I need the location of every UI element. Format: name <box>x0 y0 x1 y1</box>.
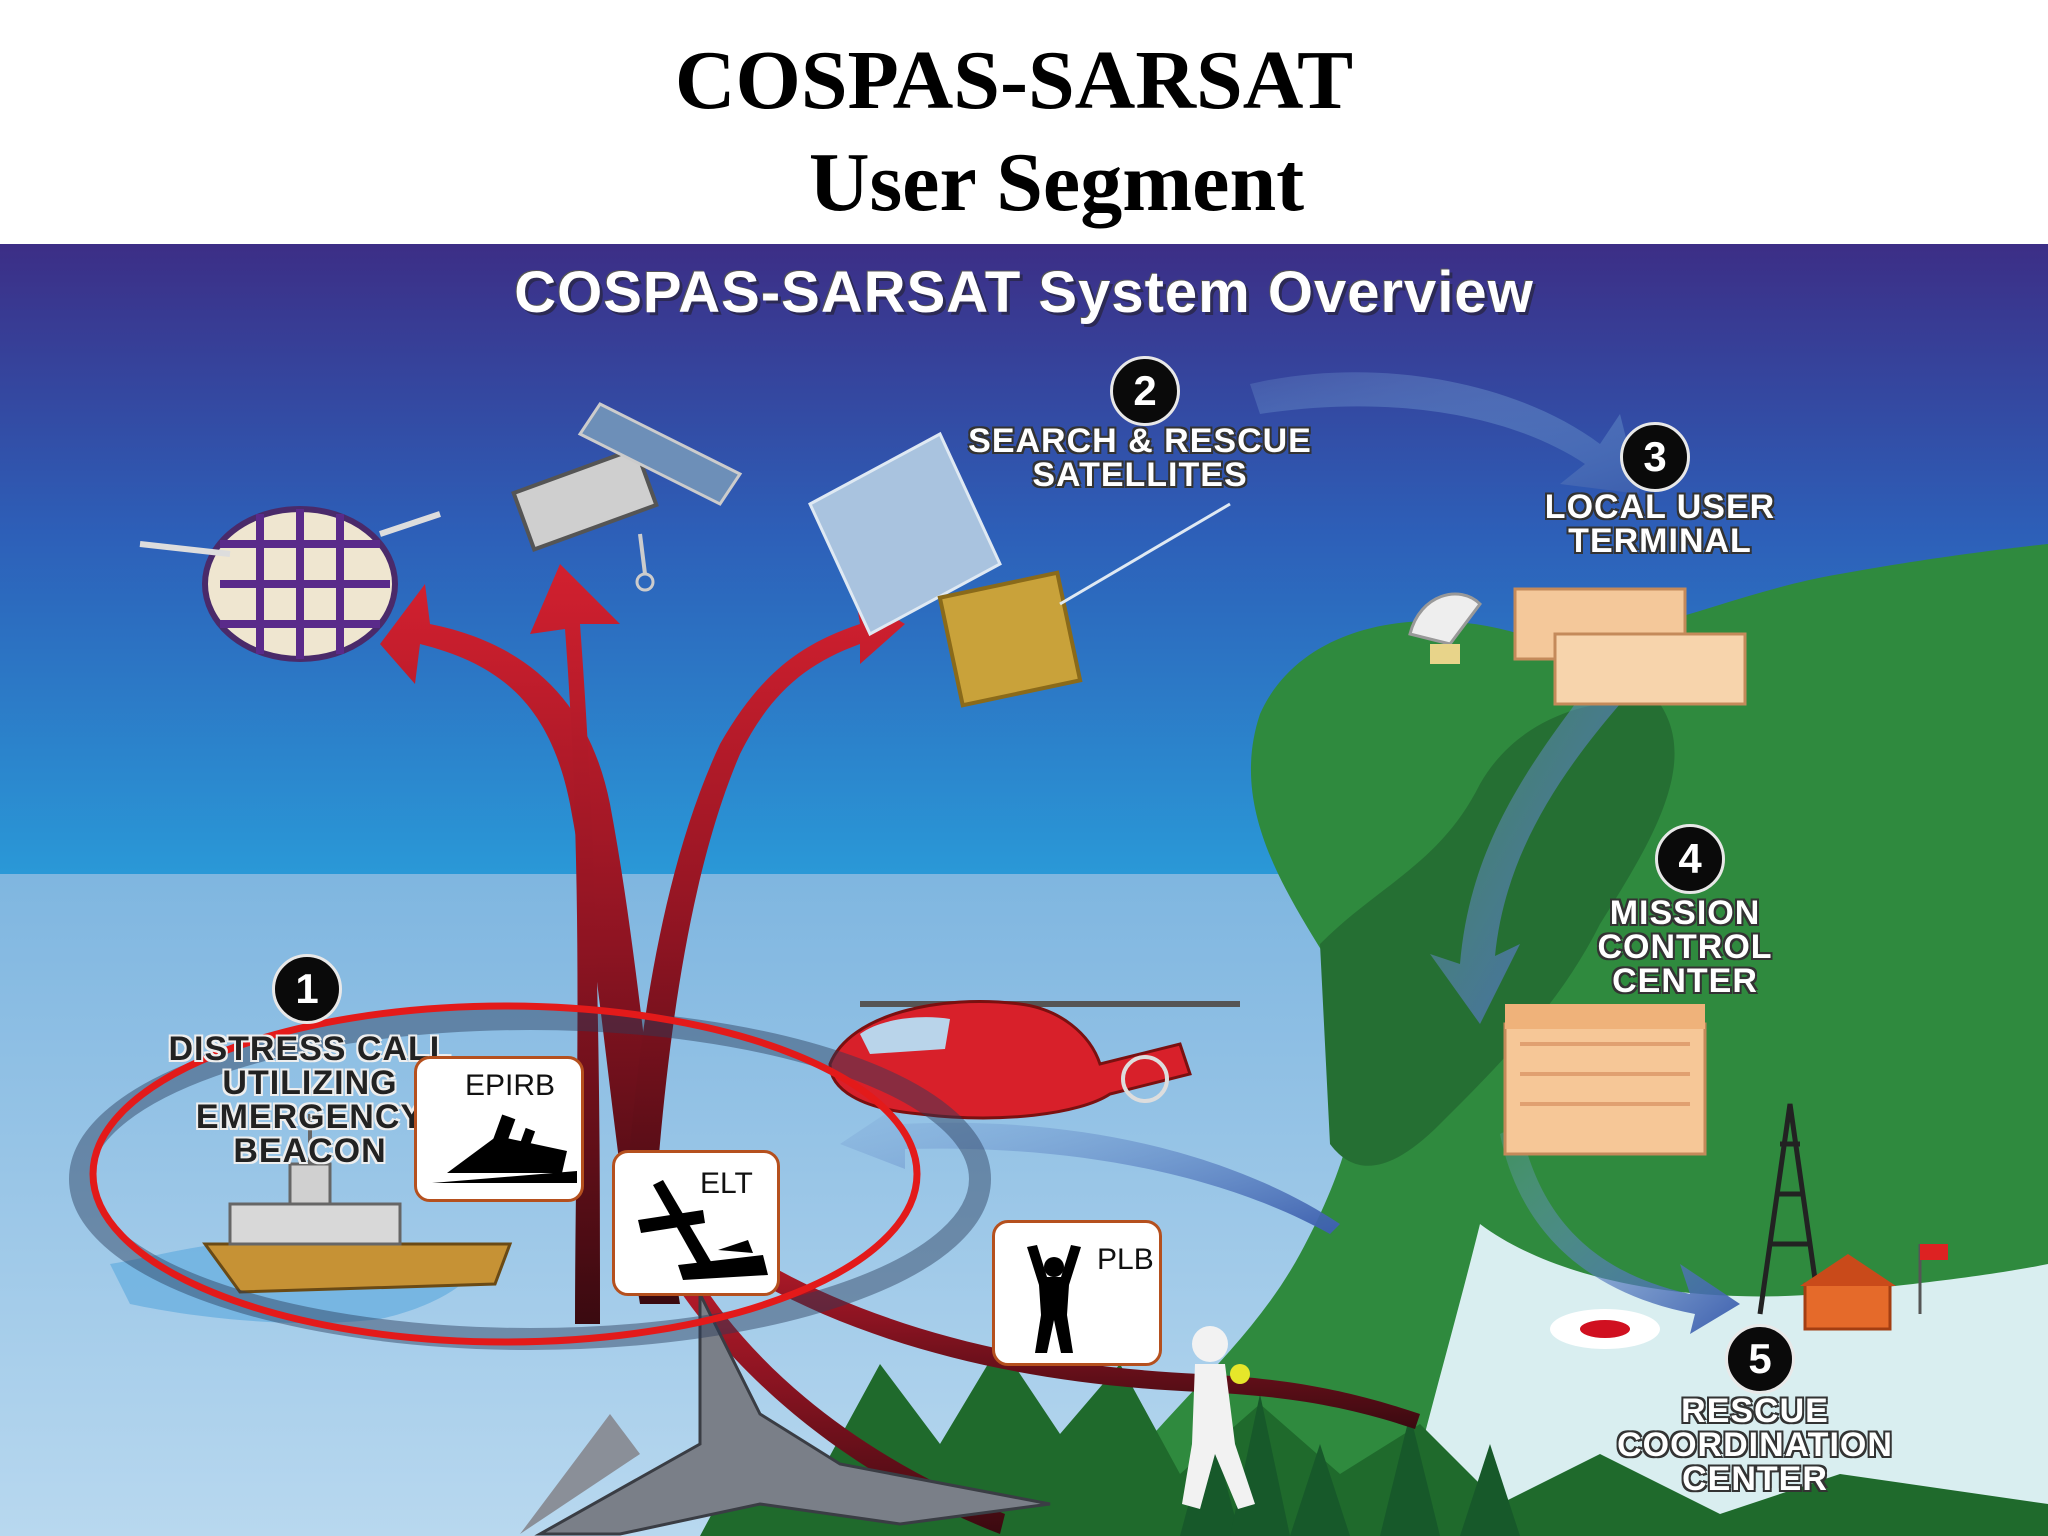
mission-control-building <box>1503 1004 1707 1156</box>
slide-title: COSPAS-SARSAT User Segment <box>0 30 2048 234</box>
satellite-left-icon <box>139 506 441 662</box>
person-icon <box>1027 1245 1081 1353</box>
step-3-label: LOCAL USER TERMINAL <box>1500 490 1820 558</box>
step-1-label-line: UTILIZING <box>222 1064 398 1102</box>
arrow-2-to-3 <box>1250 372 1640 494</box>
step-4-badge: 4 <box>1655 824 1725 894</box>
step-1-label-line: EMERGENCY <box>195 1098 425 1136</box>
beacon-label-epirb: EPIRB <box>465 1069 556 1102</box>
step-1-label-line: BEACON <box>233 1132 387 1170</box>
step-4-label-line: MISSION <box>1609 894 1761 932</box>
step-4-label-line: CENTER <box>1612 962 1758 1000</box>
step-5-label-line: CENTER <box>1682 1460 1828 1498</box>
arrow-helicopter-to-scene <box>840 1104 1340 1234</box>
rescue-helicopter-icon <box>828 1000 1240 1120</box>
step-3-badge: 3 <box>1620 422 1690 492</box>
satellite-middle-icon <box>511 402 743 592</box>
satellite-right-icon <box>808 431 1231 708</box>
step-3-label-line: LOCAL USER <box>1544 488 1776 526</box>
step-4-label: MISSION CONTROL CENTER <box>1560 896 1810 998</box>
forest-foreground <box>700 1344 2048 1536</box>
beacon-card-epirb: EPIRB <box>414 1056 584 1202</box>
step-3-label-line: TERMINAL <box>1568 522 1752 560</box>
beacon-label-plb: PLB <box>1097 1243 1154 1276</box>
step-5-label-line: RESCUE <box>1681 1392 1829 1430</box>
step-1-badge: 1 <box>272 954 342 1024</box>
sinking-ship-icon <box>432 1114 577 1183</box>
ship-icon <box>110 1114 513 1324</box>
step-1-label-line: DISTRESS CALL <box>168 1030 452 1068</box>
highlight-ellipse <box>89 1002 921 1346</box>
step-2-label: SEARCH & RESCUE SATELLITES <box>935 424 1345 492</box>
crashed-jet-icon <box>520 1293 1051 1536</box>
hiker-icon <box>1182 1326 1255 1509</box>
beacon-label-elt: ELT <box>700 1167 753 1200</box>
step-5-badge: 5 <box>1725 1324 1795 1394</box>
arrow-3-to-4 <box>1430 684 1620 1024</box>
local-user-terminal-building <box>1408 587 1747 706</box>
step-5-label-line: COORDINATION <box>1617 1426 1893 1464</box>
step-5-label: RESCUE COORDINATION CENTER <box>1590 1394 1920 1496</box>
slide-title-line1: COSPAS-SARSAT <box>674 34 1354 127</box>
step-1-label: DISTRESS CALL UTILIZING EMERGENCY BEACON <box>130 1032 490 1168</box>
beacon-card-plb: PLB <box>992 1220 1162 1366</box>
system-overview-diagram: COSPAS-SARSAT System Overview 1 DISTRESS… <box>0 244 2048 1536</box>
diagram-title: COSPAS-SARSAT System Overview <box>514 260 1534 325</box>
step-2-badge: 2 <box>1110 356 1180 426</box>
crashed-plane-icon <box>638 1180 768 1280</box>
rescue-coordination-site <box>1550 1103 1948 1349</box>
step-4-label-line: CONTROL <box>1597 928 1773 966</box>
slide-title-line2: User Segment <box>808 136 1305 229</box>
step-2-label-line: SEARCH & RESCUE <box>968 422 1312 460</box>
step-2-label-line: SATELLITES <box>1032 456 1248 494</box>
beacon-card-elt: ELT <box>612 1150 780 1296</box>
